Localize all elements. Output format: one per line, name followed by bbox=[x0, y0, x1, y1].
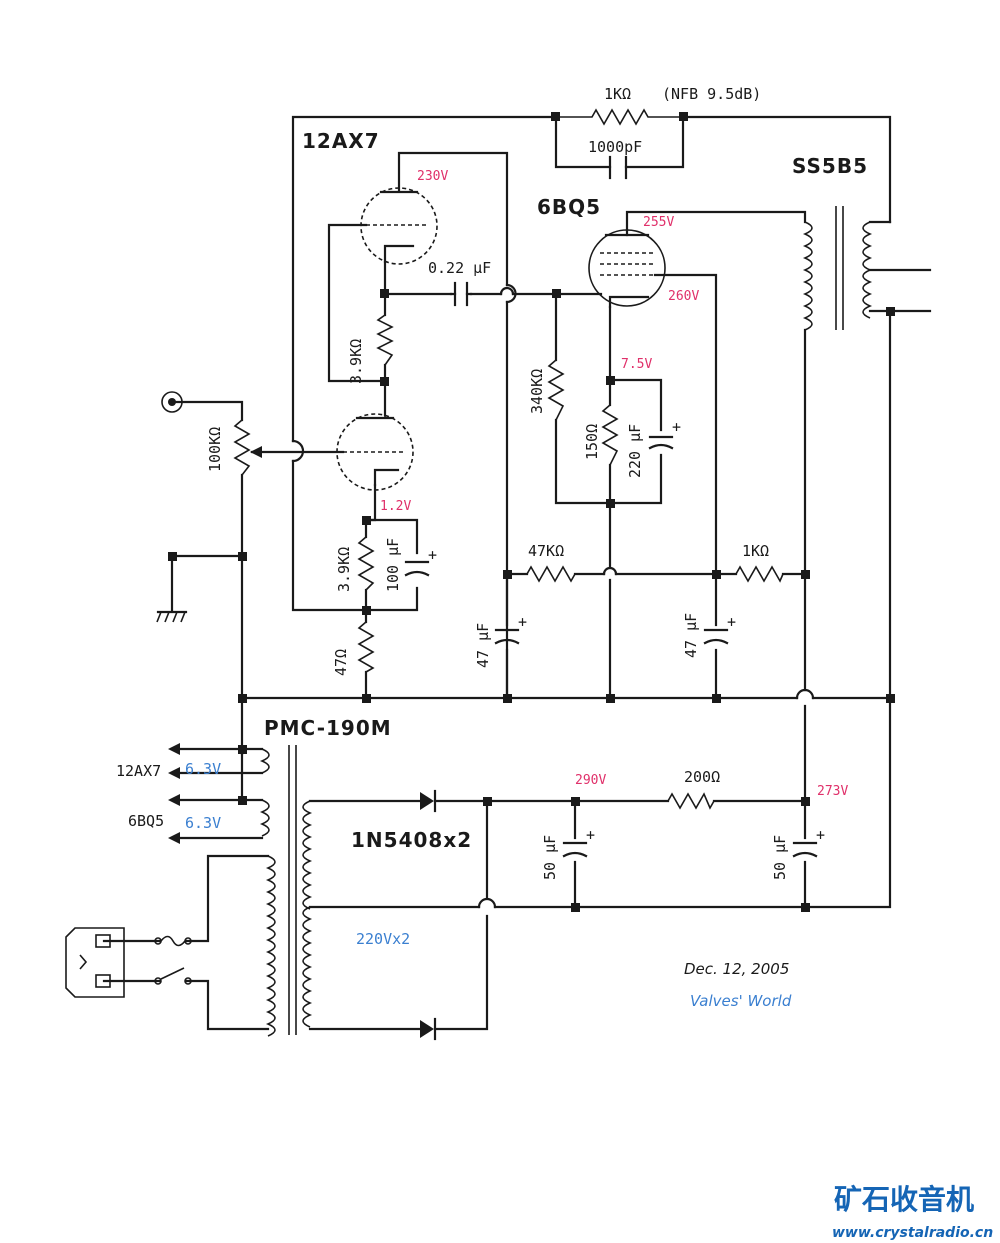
cap-100uf: + bbox=[404, 546, 437, 577]
fuse bbox=[154, 935, 192, 947]
resistor-47 bbox=[357, 621, 375, 673]
svg-text:+: + bbox=[816, 826, 825, 844]
label-1n5408: 1N5408x2 bbox=[351, 828, 472, 852]
label-c-cathode-out: 220 μF bbox=[626, 424, 644, 478]
diode-lower bbox=[420, 1017, 437, 1041]
label-r-cathode-out: 150Ω bbox=[583, 424, 601, 460]
svg-text:+: + bbox=[672, 418, 681, 436]
cap-220uf: + bbox=[648, 418, 681, 450]
output-transformer bbox=[802, 206, 873, 331]
watermark-title: 矿石收音机 bbox=[834, 1183, 974, 1216]
label-coupling-cap: 0.22 μF bbox=[428, 259, 491, 277]
resistor-cathode-3k9 bbox=[357, 536, 375, 591]
label-r-47k: 47KΩ bbox=[528, 542, 564, 560]
label-pmc190m: PMC-190M bbox=[264, 716, 392, 740]
label-r-1k: 1KΩ bbox=[742, 542, 769, 560]
label-r-grid: 340KΩ bbox=[528, 369, 546, 414]
cap-47b: + bbox=[703, 613, 736, 645]
capacitors: + + + + + + bbox=[404, 155, 825, 858]
heater-1-label: 12AX7 bbox=[116, 762, 161, 780]
resistors bbox=[233, 108, 784, 810]
svg-text:+: + bbox=[727, 613, 736, 631]
tube-12ax7-lower bbox=[336, 413, 414, 491]
author-label: Valves' World bbox=[690, 992, 792, 1010]
label-nfb-cap: 1000pF bbox=[588, 138, 642, 156]
volt-255: 255V bbox=[643, 215, 674, 230]
label-12ax7: 12AX7 bbox=[302, 129, 380, 153]
svg-text:+: + bbox=[518, 613, 527, 631]
volt-7-5: 7.5V bbox=[621, 357, 652, 372]
heater-arrows bbox=[168, 743, 180, 844]
label-nfb-resistor: 1KΩ bbox=[604, 85, 631, 103]
cap-50b: + bbox=[792, 826, 825, 858]
watermark: 矿石收音机 www.crystalradio.cn bbox=[832, 1183, 993, 1241]
input-jack bbox=[161, 391, 183, 413]
resistor-grid-340k bbox=[547, 359, 565, 421]
volume-pot bbox=[233, 419, 251, 476]
svg-text:+: + bbox=[586, 826, 595, 844]
mains-plug bbox=[65, 927, 125, 998]
label-6bq5: 6BQ5 bbox=[537, 195, 601, 219]
volt-260: 260V bbox=[668, 289, 699, 304]
junction-dots bbox=[168, 112, 895, 912]
label-c-cathode-in: 100 μF bbox=[384, 538, 402, 592]
label-r-cathode-in: 3.9KΩ bbox=[335, 547, 353, 592]
resistor-plate-3k9 bbox=[376, 314, 394, 366]
resistor-200 bbox=[667, 792, 715, 810]
volt-1-2: 1.2V bbox=[380, 499, 411, 514]
label-ss5b5: SS5B5 bbox=[792, 154, 868, 178]
label-r-200: 200Ω bbox=[684, 768, 720, 786]
resistor-cathode-150 bbox=[601, 404, 619, 466]
cap-1000pf bbox=[608, 155, 628, 180]
volt-230: 230V bbox=[417, 169, 448, 184]
diode-upper bbox=[420, 789, 437, 813]
watermark-url: www.crystalradio.cn bbox=[832, 1225, 993, 1241]
resistor-nfb bbox=[556, 108, 683, 126]
date-label: Dec. 12, 2005 bbox=[684, 960, 789, 978]
power-switch bbox=[154, 967, 192, 985]
label-c-47b: 47 μF bbox=[682, 613, 700, 658]
label-r-plate: 3.9KΩ bbox=[347, 339, 365, 384]
tube-12ax7-upper bbox=[360, 187, 438, 265]
labels: 12AX7 6BQ5 SS5B5 PMC-190M 1N5408x2 1KΩ (… bbox=[116, 85, 868, 1010]
label-c-50a: 50 μF bbox=[541, 835, 559, 880]
heater-2-volt: 6.3V bbox=[185, 814, 221, 832]
label-r-volume: 100KΩ bbox=[206, 427, 224, 472]
svg-text:+: + bbox=[428, 546, 437, 564]
volt-273: 273V bbox=[817, 784, 848, 799]
cap-47a: + bbox=[494, 613, 527, 645]
volt-290: 290V bbox=[575, 773, 606, 788]
label-c-47a: 47 μF bbox=[474, 623, 492, 668]
label-nfb-note: (NFB 9.5dB) bbox=[662, 85, 761, 103]
secondary-volt: 220Vx2 bbox=[356, 930, 410, 948]
resistor-47k bbox=[526, 565, 576, 583]
heater-1-volt: 6.3V bbox=[185, 760, 221, 778]
cap-50a: + bbox=[562, 826, 595, 858]
cap-coupling bbox=[449, 281, 473, 307]
power-transformer bbox=[259, 745, 313, 1037]
resistor-1k bbox=[735, 565, 784, 583]
label-r-47: 47Ω bbox=[332, 649, 350, 676]
tube-6bq5 bbox=[588, 228, 666, 309]
wire-crossings bbox=[291, 283, 815, 909]
ground-symbol bbox=[156, 610, 188, 623]
label-c-50b: 50 μF bbox=[771, 835, 789, 880]
heater-2-label: 6BQ5 bbox=[128, 812, 164, 830]
